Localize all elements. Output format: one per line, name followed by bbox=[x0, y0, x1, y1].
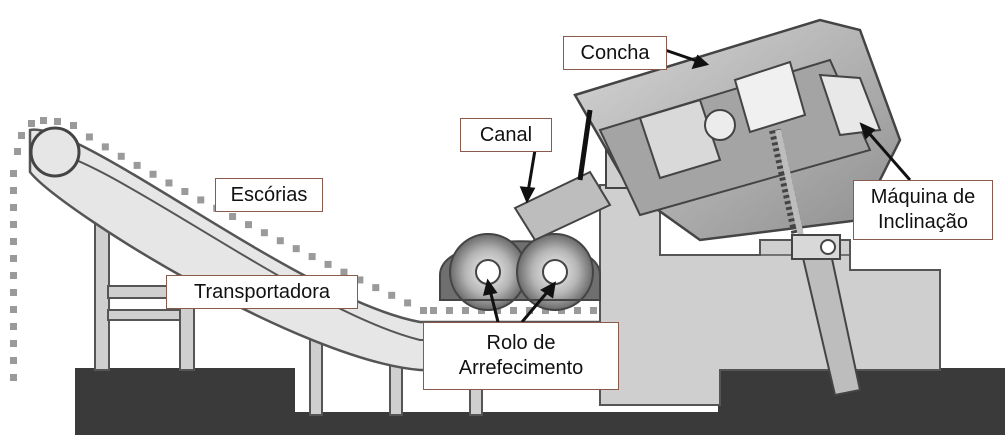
slag-particle bbox=[229, 212, 237, 220]
slag-particle bbox=[356, 276, 364, 284]
slag-particle bbox=[10, 204, 17, 211]
slag-particles bbox=[10, 117, 597, 381]
slag-particle bbox=[149, 170, 157, 178]
slag-particle bbox=[14, 148, 21, 155]
label-rolo-de-arrefecimento: Rolo de Arrefecimento bbox=[423, 322, 619, 390]
tilting-machine bbox=[769, 128, 862, 397]
slag-particle bbox=[526, 307, 533, 314]
ground-base bbox=[75, 368, 1005, 435]
slag-particle bbox=[40, 117, 47, 124]
slag-particle bbox=[165, 179, 173, 187]
slag-particle bbox=[260, 229, 268, 237]
slag-particle bbox=[10, 306, 17, 313]
slag-particle bbox=[10, 374, 17, 381]
slag-particle bbox=[308, 253, 316, 261]
slag-particle bbox=[388, 291, 396, 299]
slag-particle bbox=[404, 299, 412, 307]
cooling-rollers bbox=[439, 233, 601, 311]
slag-particle bbox=[10, 323, 17, 330]
slag-particle bbox=[10, 238, 17, 245]
slag-particle bbox=[10, 272, 17, 279]
slag-particle bbox=[10, 187, 17, 194]
slag-particle bbox=[10, 170, 17, 177]
ladle bbox=[573, 18, 902, 242]
slag-particle bbox=[117, 152, 125, 160]
slag-particle bbox=[28, 120, 35, 127]
slag-particle bbox=[10, 340, 17, 347]
slag-particle bbox=[10, 221, 17, 228]
slag-particle bbox=[276, 237, 284, 245]
slag-particle bbox=[292, 245, 300, 253]
conveyor-head-pulley bbox=[29, 126, 81, 178]
slag-particle bbox=[18, 132, 25, 139]
slag-particle bbox=[10, 357, 17, 364]
slag-particle bbox=[54, 118, 61, 125]
slag-particle bbox=[420, 307, 427, 314]
slag-particle bbox=[430, 307, 437, 314]
slag-particle bbox=[101, 143, 109, 151]
slag-particle bbox=[372, 284, 380, 292]
label-pointers bbox=[482, 48, 912, 323]
slag-particle bbox=[85, 133, 93, 141]
slag-particle bbox=[181, 188, 189, 196]
slag-particle bbox=[133, 161, 141, 169]
slag-particle bbox=[478, 307, 485, 314]
slag-particle bbox=[324, 260, 332, 268]
trough bbox=[513, 170, 612, 242]
slag-particle bbox=[558, 307, 565, 314]
slag-particle bbox=[245, 221, 252, 229]
slag-particle bbox=[590, 307, 597, 314]
slag-particle bbox=[340, 268, 348, 276]
label-concha: Concha bbox=[563, 36, 667, 70]
label-escorias: Escórias bbox=[215, 178, 323, 212]
slag-particle bbox=[542, 307, 549, 314]
slag-particle bbox=[10, 255, 17, 262]
slag-particle bbox=[510, 307, 517, 314]
slag-particle bbox=[574, 307, 581, 314]
slag-particle bbox=[446, 307, 453, 314]
slag-particle bbox=[494, 307, 501, 314]
slag-particle bbox=[10, 289, 17, 296]
slag-particle bbox=[70, 122, 77, 129]
label-maquina-de-inclinacao: Máquina de Inclinação bbox=[853, 180, 993, 240]
label-canal: Canal bbox=[460, 118, 552, 152]
slag-particle bbox=[462, 307, 469, 314]
label-transportadora: Transportadora bbox=[166, 275, 358, 309]
slag-particle bbox=[197, 196, 205, 204]
